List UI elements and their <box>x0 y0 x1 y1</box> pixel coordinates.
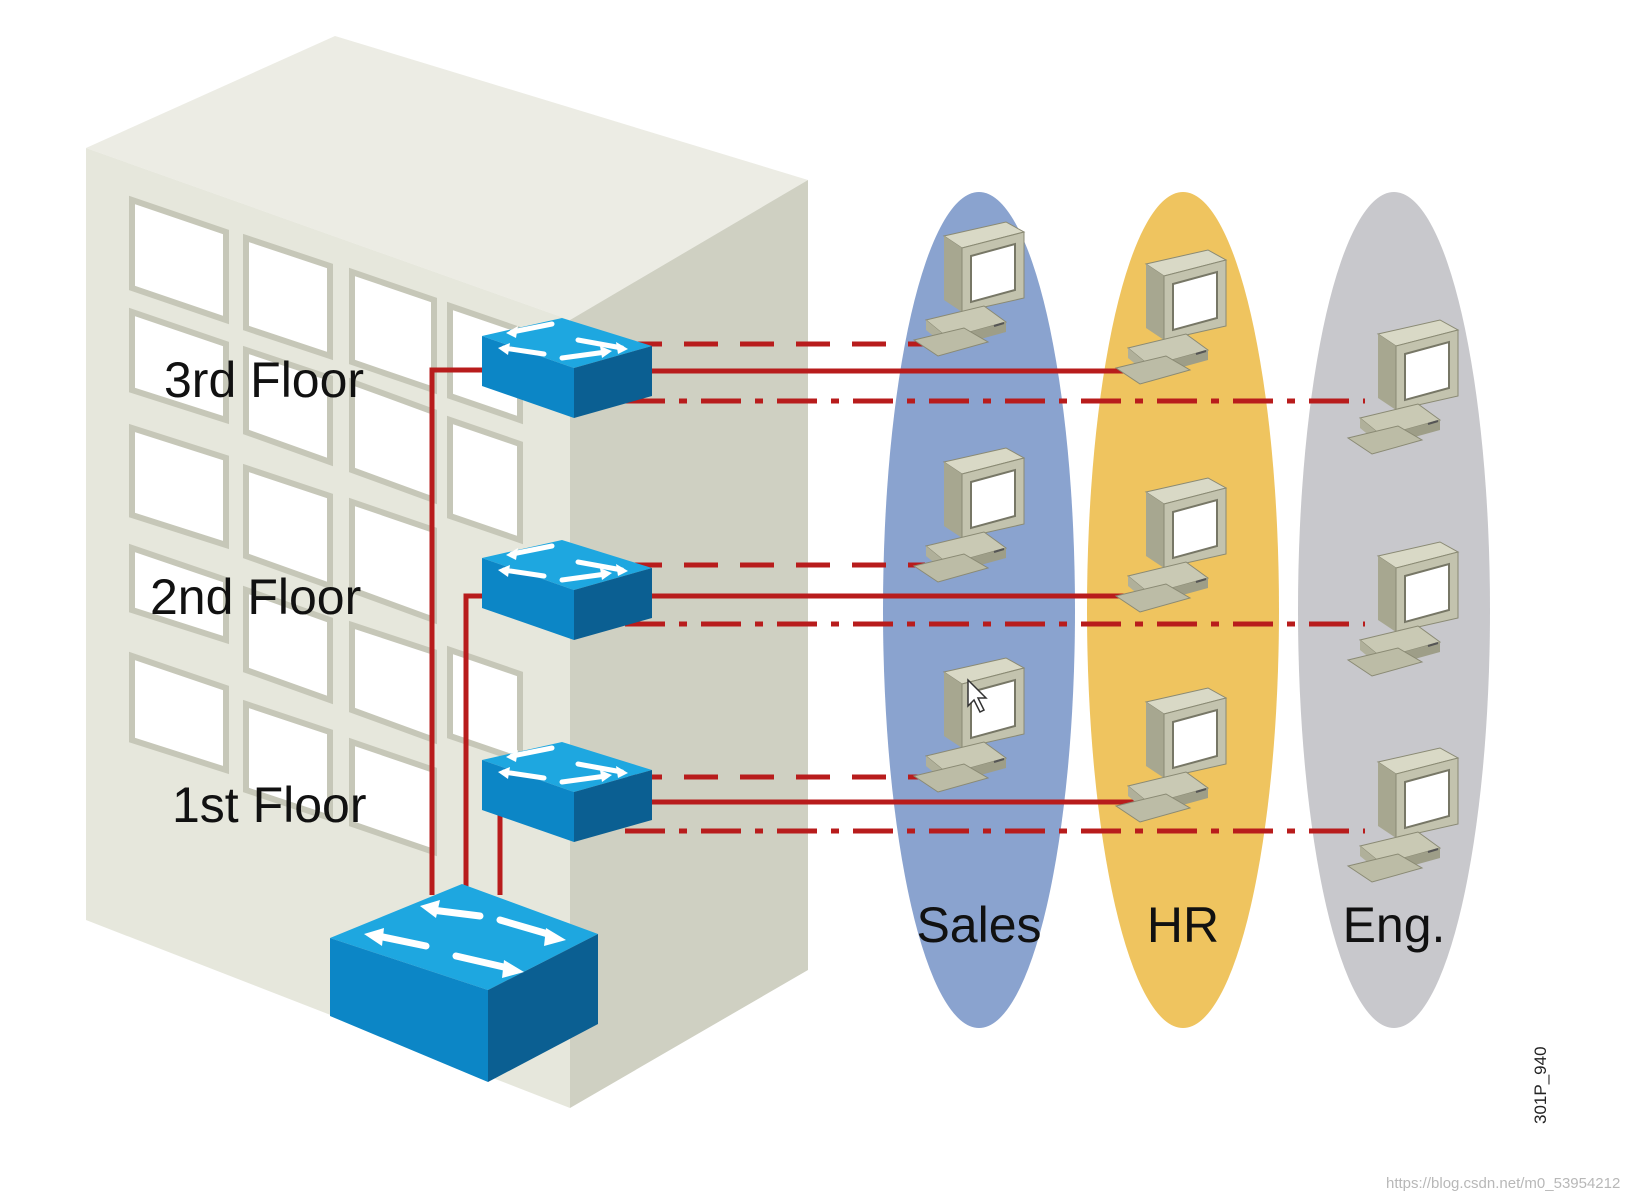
vlan-links <box>625 341 1365 834</box>
floor-label-2nd: 2nd Floor <box>150 569 361 625</box>
figure-code: 301P_940 <box>1531 1046 1550 1124</box>
mouse-cursor-icon <box>967 678 988 714</box>
group-label-hr: HR <box>1147 897 1219 953</box>
floor-label-3rd: 3rd Floor <box>164 352 364 408</box>
core-switch-icon <box>330 884 598 1082</box>
group-label-sales: Sales <box>916 897 1041 953</box>
floor-label-1st: 1st Floor <box>172 777 367 833</box>
watermark-text: https://blog.csdn.net/m0_53954212 <box>1386 1175 1620 1192</box>
building-roof <box>86 36 808 320</box>
group-label-eng: Eng. <box>1343 897 1446 953</box>
building-side <box>570 180 808 1108</box>
